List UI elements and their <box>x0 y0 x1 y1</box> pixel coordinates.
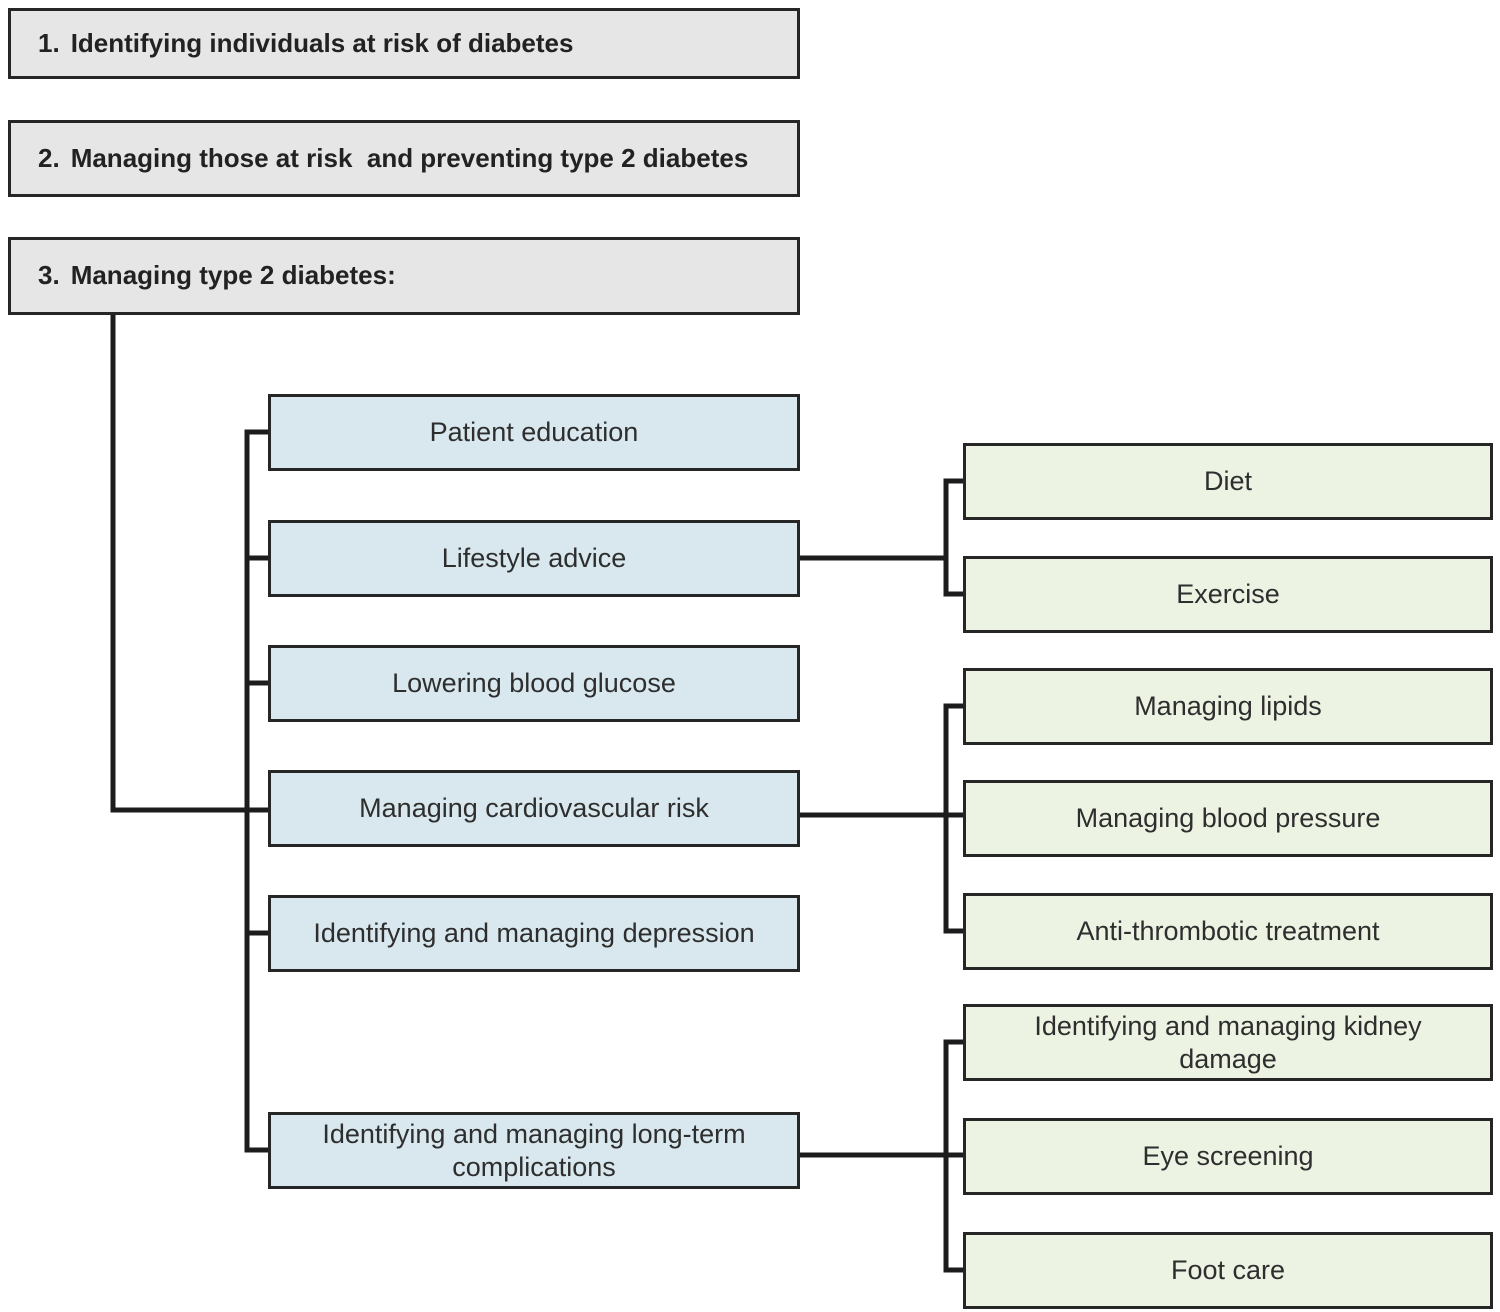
subtopic-label: Exercise <box>1176 579 1280 610</box>
topic-box-lowering-blood-glucose: Lowering blood glucose <box>268 645 800 722</box>
topic-label: Managing cardiovascular risk <box>359 793 709 824</box>
step-label: Managing those at risk and preventing ty… <box>70 142 749 173</box>
topic-box-lifestyle-advice: Lifestyle advice <box>268 520 800 597</box>
subtopic-label: Managing blood pressure <box>1075 803 1381 834</box>
step-box-managing-risk-prevention: 2. Managing those at risk and preventing… <box>8 120 800 197</box>
step-number: 1. <box>38 27 60 58</box>
step-label: Managing type 2 diabetes: <box>70 260 396 291</box>
subtopic-box-anti-thrombotic-treatment: Anti-thrombotic treatment <box>963 893 1493 970</box>
connector-trunk-step3-to-topics <box>110 315 272 813</box>
topic-label: Patient education <box>429 417 639 448</box>
subtopic-label: Anti-thrombotic treatment <box>1076 916 1380 947</box>
subtopic-box-managing-blood-pressure: Managing blood pressure <box>963 780 1493 857</box>
topic-label: Identifying and managing long-term compl… <box>322 1118 746 1182</box>
subtopic-box-foot-care: Foot care <box>963 1232 1493 1309</box>
subtopic-label: Diet <box>1203 466 1252 497</box>
topic-label: Lifestyle advice <box>441 543 627 574</box>
subtopic-box-managing-lipids: Managing lipids <box>963 668 1493 745</box>
step-label: Identifying individuals at risk of diabe… <box>70 27 574 58</box>
topic-box-identifying-managing-depression: Identifying and managing depression <box>268 895 800 972</box>
step-number: 2. <box>38 142 60 173</box>
subtopic-label: Identifying and managing kidney damage <box>1034 1010 1422 1074</box>
subtopic-box-kidney-damage: Identifying and managing kidney damage <box>963 1004 1493 1081</box>
step-box-managing-type2-diabetes: 3. Managing type 2 diabetes: <box>8 237 800 315</box>
topic-label: Identifying and managing depression <box>313 918 755 949</box>
subtopic-box-eye-screening: Eye screening <box>963 1118 1493 1195</box>
subtopic-label: Managing lipids <box>1134 691 1322 722</box>
subtopic-label: Foot care <box>1170 1255 1286 1286</box>
topic-box-managing-cardiovascular-risk: Managing cardiovascular risk <box>268 770 800 847</box>
topic-box-patient-education: Patient education <box>268 394 800 471</box>
topic-box-long-term-complications: Identifying and managing long-term compl… <box>268 1112 800 1189</box>
step-number: 3. <box>38 260 60 291</box>
subtopic-box-diet: Diet <box>963 443 1493 520</box>
step-box-identifying-risk: 1. Identifying individuals at risk of di… <box>8 8 800 79</box>
subtopic-box-exercise: Exercise <box>963 556 1493 633</box>
topic-label: Lowering blood glucose <box>392 668 676 699</box>
subtopic-label: Eye screening <box>1142 1141 1314 1172</box>
